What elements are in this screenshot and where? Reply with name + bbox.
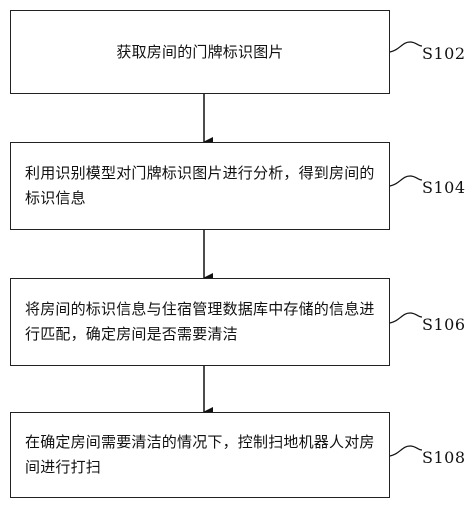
step-label-s104: S104	[422, 178, 466, 197]
leader-line-s102	[389, 41, 423, 53]
step-text-s106: 将房间的标识信息与住宿管理数据库中存储的信息进行匹配，确定房间是否需要清洁	[25, 300, 375, 343]
leader-line-s104	[389, 175, 423, 187]
step-label-s102: S102	[422, 44, 466, 63]
step-text-s108: 在确定房间需要清洁的情况下，控制扫地机器人对房间进行打扫	[25, 433, 375, 476]
step-box-s106: 将房间的标识信息与住宿管理数据库中存储的信息进行匹配，确定房间是否需要清洁	[10, 278, 390, 366]
leader-line-s106	[389, 312, 423, 324]
step-text-s104: 利用识别模型对门牌标识图片进行分析，得到房间的标识信息	[25, 164, 375, 207]
step-box-s104: 利用识别模型对门牌标识图片进行分析，得到房间的标识信息	[10, 142, 390, 230]
step-label-s108: S108	[422, 448, 466, 467]
step-box-s108: 在确定房间需要清洁的情况下，控制扫地机器人对房间进行打扫	[10, 412, 390, 498]
leader-line-s108	[389, 445, 423, 457]
step-label-s106: S106	[422, 315, 466, 334]
step-box-s102: 获取房间的门牌标识图片	[10, 10, 390, 94]
step-text-s102: 获取房间的门牌标识图片	[116, 42, 284, 61]
